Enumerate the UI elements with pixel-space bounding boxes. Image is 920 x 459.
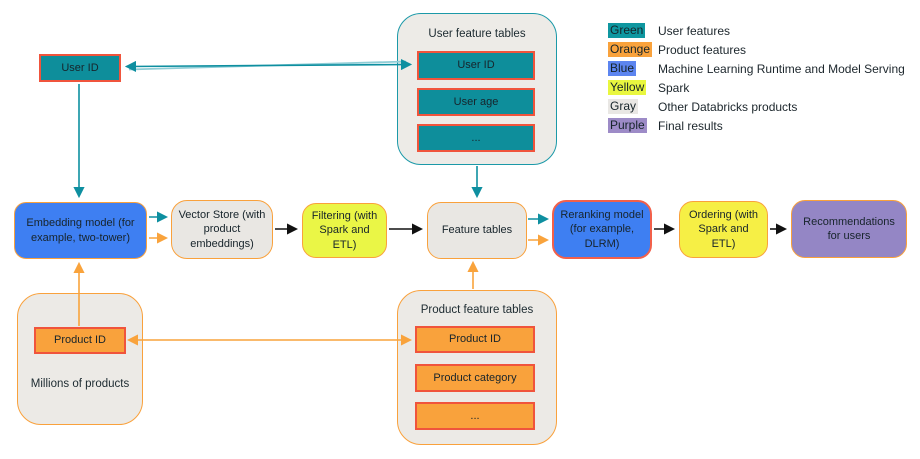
node-vector-store: Vector Store (with product embeddings)	[171, 200, 273, 259]
node-filtering: Filtering (with Spark and ETL)	[302, 203, 387, 258]
product-feature-row-product-id: Product ID	[415, 326, 535, 353]
legend-swatch-yellow: Yellow	[608, 80, 647, 95]
product-feature-tables-title: Product feature tables	[420, 304, 534, 316]
legend-label-other-databricks: Other Databricks products	[658, 99, 798, 114]
legend: Green User features Orange Product featu…	[608, 21, 905, 135]
legend-label-user-features: User features	[658, 23, 731, 38]
user-feature-tables-title: User feature tables	[428, 28, 526, 40]
legend-row-blue: Blue Machine Learning Runtime and Model …	[608, 59, 905, 78]
legend-label-spark: Spark	[658, 80, 690, 95]
legend-swatch-green: Green	[608, 23, 646, 38]
legend-swatch-orange: Orange	[608, 42, 653, 57]
legend-row-orange: Orange Product features	[608, 40, 905, 59]
user-feature-row-user-age: User age	[417, 88, 535, 116]
user-feature-row-user-id: User ID	[417, 51, 535, 80]
node-embedding-model: Embedding model (for example, two-tower)	[14, 202, 147, 259]
product-feature-row-ellipsis: ...	[415, 402, 535, 430]
legend-row-purple: Purple Final results	[608, 116, 905, 135]
arrow-userid-bidirectional	[124, 58, 413, 73]
legend-row-gray: Gray Other Databricks products	[608, 97, 905, 116]
legend-label-final-results: Final results	[658, 118, 723, 133]
legend-row-yellow: Yellow Spark	[608, 78, 905, 97]
product-feature-row-category: Product category	[415, 364, 535, 392]
node-reranking-model: Reranking model (for example, DLRM)	[552, 200, 652, 259]
legend-swatch-gray: Gray	[608, 99, 639, 114]
node-recommendations: Recommendations for users	[791, 200, 907, 258]
legend-label-product-features: Product features	[658, 42, 747, 57]
node-user-id: User ID	[39, 54, 121, 82]
millions-of-products-container: Millions of products	[17, 293, 143, 425]
legend-label-ml-runtime: Machine Learning Runtime and Model Servi…	[658, 61, 905, 76]
node-feature-tables: Feature tables	[427, 202, 527, 259]
node-product-id: Product ID	[34, 327, 126, 354]
node-ordering: Ordering (with Spark and ETL)	[679, 201, 768, 258]
user-feature-row-ellipsis: ...	[417, 124, 535, 152]
legend-swatch-blue: Blue	[608, 61, 637, 76]
millions-of-products-label: Millions of products	[30, 378, 130, 390]
legend-row-green: Green User features	[608, 21, 905, 40]
legend-swatch-purple: Purple	[608, 118, 647, 133]
